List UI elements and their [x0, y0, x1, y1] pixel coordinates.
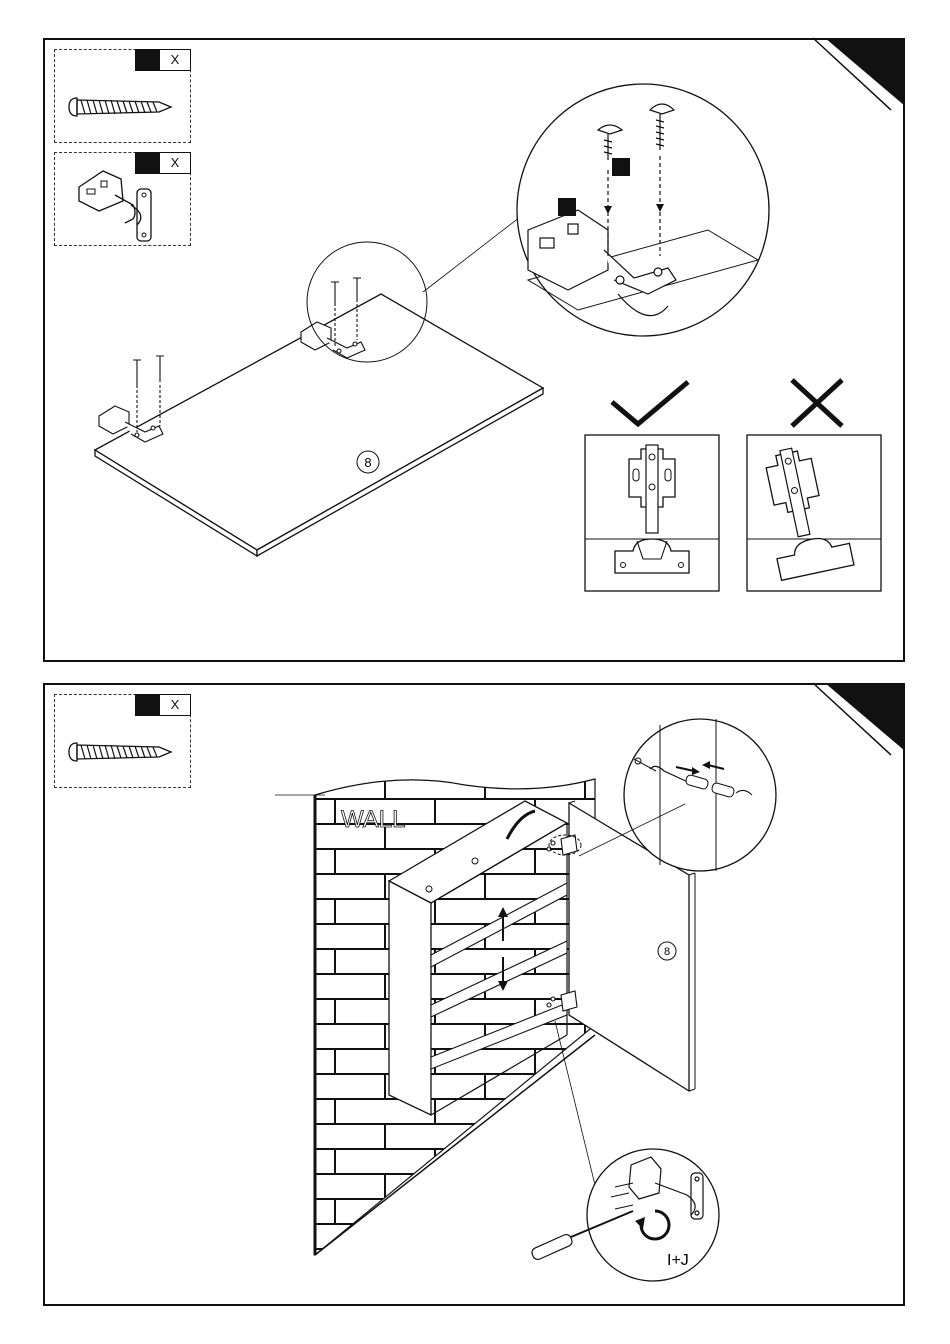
step-1-panel: X X: [43, 38, 905, 662]
detail-connector-line: [575, 800, 695, 860]
door-number-label: 8: [664, 946, 670, 958]
quantity-suffix: X: [160, 695, 190, 715]
step-number-corner: [825, 38, 905, 108]
step-2-panel: X WAL: [43, 683, 905, 1306]
quantity-tag: X: [135, 694, 191, 716]
adjust-label: I+J: [667, 1252, 689, 1269]
screw-icon: [67, 92, 177, 122]
correct-hinge-alignment: [585, 435, 719, 593]
quantity-tag: X: [135, 49, 191, 71]
door-panel-drawing: 8: [85, 220, 555, 580]
cross-mark-icon: [790, 378, 846, 428]
part-screw-box: X: [54, 694, 191, 788]
quantity-suffix: X: [160, 50, 190, 70]
part-screw-box: X: [54, 49, 191, 143]
incorrect-hinge-alignment: [747, 435, 881, 593]
check-mark-icon: [610, 378, 690, 428]
hinge-adjust-detail-magnified: I+J: [515, 1125, 755, 1305]
screw-icon: [67, 737, 177, 767]
hinge-detail-magnified: [508, 80, 778, 340]
door-number-label: 8: [364, 455, 371, 470]
step-number-corner: [825, 683, 905, 753]
